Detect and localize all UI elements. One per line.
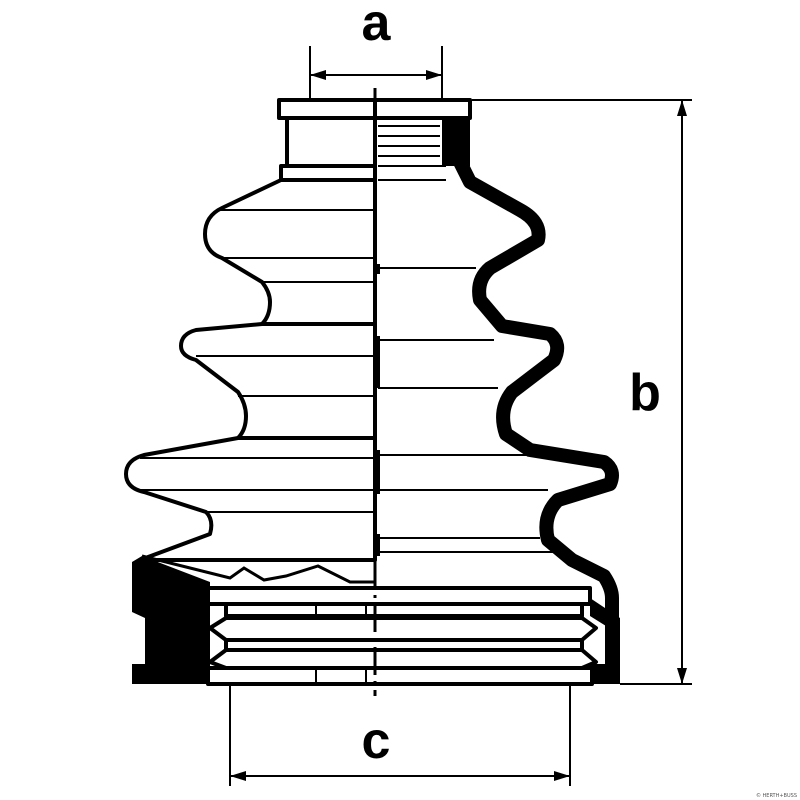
bellows-fold-1 (203, 178, 377, 326)
top-collar-rim (277, 98, 377, 120)
boot-exterior-left-half (124, 98, 377, 684)
bottom-clamp-section (132, 556, 210, 684)
top-collar-neck (285, 116, 377, 168)
dimension-a: a (309, 0, 443, 100)
dimension-label-c: c (362, 712, 391, 770)
bellows-fold-2 (179, 322, 377, 440)
dimension-label-b: b (629, 364, 661, 422)
bottom-collar (206, 586, 620, 686)
top-collar-step (279, 164, 377, 182)
bellows-wall-profile (447, 146, 619, 676)
dimension-b: b (472, 99, 692, 685)
boot-section-right-half (373, 98, 619, 676)
dimension-label-a: a (362, 0, 392, 52)
watermark: © HERTH+BUSS (756, 792, 797, 799)
dimension-c: c (229, 684, 571, 786)
bellows-fold-3 (124, 436, 377, 562)
